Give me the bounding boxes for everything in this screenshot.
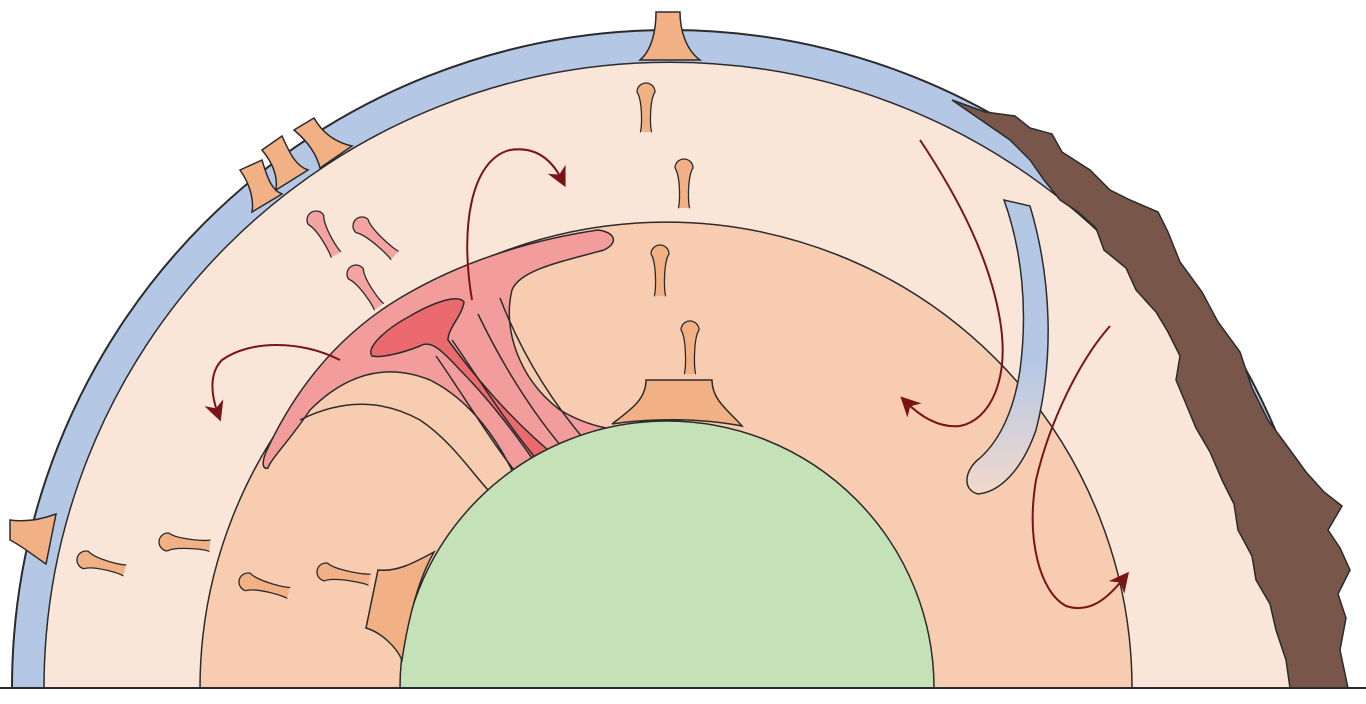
plume-upper-2-outline	[674, 158, 694, 209]
subducting-slab	[966, 198, 1049, 495]
plume-left-2	[158, 533, 211, 552]
superplume-conduits	[299, 297, 589, 491]
hotspot-left	[9, 512, 57, 566]
arrow-upper-center	[466, 148, 566, 301]
continental-block	[951, 99, 1351, 689]
basal-plume-left	[365, 550, 436, 663]
convection-arrows	[204, 139, 1129, 609]
hotspot-arc-1	[238, 158, 284, 214]
plume-upper-1-outline	[636, 82, 656, 133]
arrow-upper-left	[204, 344, 341, 422]
hotspot-top	[637, 11, 703, 61]
pale-plume-2	[352, 216, 399, 260]
pale-plume-1	[306, 210, 342, 258]
plume-upper-2	[675, 159, 693, 208]
pale-plume-1-outline	[306, 210, 342, 259]
hotspot-arc-2	[260, 134, 310, 192]
outer-core	[399, 420, 935, 689]
pale-plume-3	[346, 264, 384, 311]
plume-left-3-outline	[238, 572, 291, 600]
hotspot-arc-3	[292, 116, 354, 170]
plume-upper-1	[637, 83, 655, 132]
pale-plume-3-outline	[346, 264, 385, 311]
plume-lower-1-outline	[650, 244, 670, 297]
arrow-lower-right	[1031, 325, 1129, 609]
arrow-right-descending	[900, 139, 1004, 428]
plume-lower-2-outline	[680, 320, 700, 375]
plume-left-3	[238, 572, 291, 599]
plume-left-2-outline	[158, 532, 212, 553]
plume-left-4-outline	[316, 562, 372, 587]
plume-lower-1	[651, 245, 669, 296]
plume-left-4	[317, 562, 371, 586]
superplume-inner	[370, 298, 562, 471]
basal-plume-top	[611, 379, 744, 428]
mantle-plumes	[76, 82, 700, 600]
plume-left-1-outline	[76, 550, 127, 577]
pale-plume-2-outline	[352, 216, 400, 261]
plume-lower-2	[681, 321, 699, 374]
surface-hotspots	[9, 11, 703, 566]
plume-left-1	[76, 550, 127, 577]
